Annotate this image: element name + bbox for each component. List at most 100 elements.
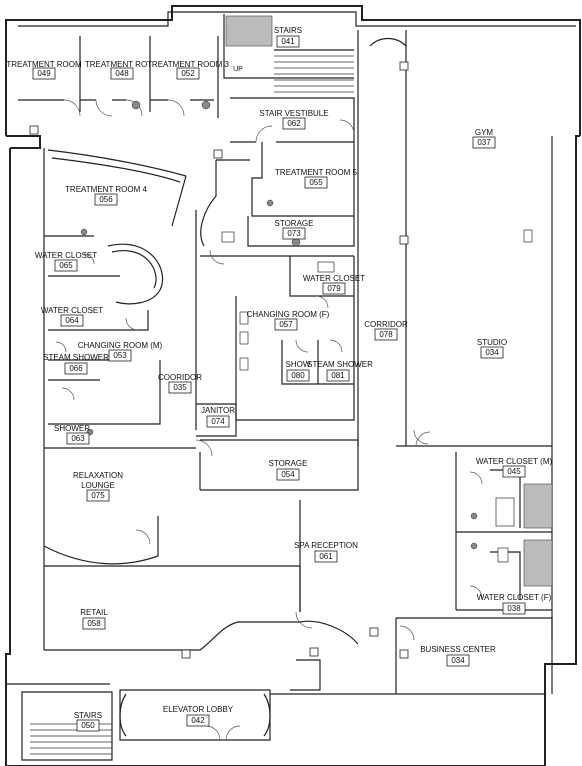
- room-name-water-closet-079: WATER CLOSET: [303, 274, 365, 283]
- room-name-treatment-049: TREATMENT ROOM: [6, 60, 82, 69]
- exterior-walls: [5, 5, 581, 766]
- room-number-box-water-closet-064: [60, 314, 84, 327]
- room-number-water-closet-064: 064: [65, 316, 79, 325]
- room-number-cooridor-035: 035: [173, 383, 187, 392]
- room-number-box-water-closet-065: [54, 259, 78, 272]
- room-number-stairs-050: 050: [81, 721, 95, 730]
- room-number-box-treatment-room-5: [304, 176, 328, 189]
- room-number-box-relaxation-lounge: [86, 489, 110, 502]
- room-name-water-closet-m: WATER CLOSET (M): [476, 457, 553, 466]
- room-name-studio: STUDIO: [477, 338, 507, 347]
- room-number-changing-room-f: 057: [279, 320, 293, 329]
- plumbing-fixtures: [80, 100, 553, 587]
- room-number-treatment-052: 052: [181, 69, 195, 78]
- room-name-shower-063: SHOWER: [54, 424, 90, 433]
- room-name-corridor-078: CORRIDOR: [364, 320, 408, 329]
- room-number-stair-vestibule: 062: [287, 119, 301, 128]
- room-name-stairs-050: STAIRS: [74, 711, 102, 720]
- room-number-box-treatment-048: [110, 67, 134, 80]
- columns: [29, 61, 409, 659]
- room-number-treatment-049: 049: [37, 69, 51, 78]
- room-name-treatment-052: TREATMENT ROOM 3: [147, 60, 229, 69]
- room-number-gym: 037: [477, 138, 491, 147]
- room-number-box-gym: [472, 136, 496, 149]
- room-name-water-closet-065: WATER CLOSET: [35, 251, 97, 260]
- room-number-corridor-078: 078: [379, 330, 393, 339]
- room-name-business-center: BUSINESS CENTER: [420, 645, 496, 654]
- room-number-box-studio: [480, 346, 504, 359]
- room-number-box-storage-073: [282, 227, 306, 240]
- room-name-changing-room-m: CHANGING ROOM (M): [78, 341, 163, 350]
- room-number-changing-room-m: 053: [113, 351, 127, 360]
- room-number-water-closet-f: 038: [507, 604, 521, 613]
- room-name-elevator-lobby: ELEVATOR LOBBY: [163, 705, 234, 714]
- room-number-box-steam-shower-081: [326, 369, 350, 382]
- relaxation-lounge-name-line1: RELAXATION: [73, 471, 123, 480]
- room-number-box-business-center: [446, 654, 470, 667]
- room-number-box-treatment-052: [176, 67, 200, 80]
- room-number-box-shower-063: [66, 432, 90, 445]
- room-number-box-steam-shower-066: [64, 362, 88, 375]
- room-number-box-treatment-049: [32, 67, 56, 80]
- room-number-box-cooridor-035: [168, 381, 192, 394]
- room-number-retail: 058: [87, 619, 101, 628]
- curved-partitions: [47, 37, 407, 305]
- room-number-box-show-080: [286, 369, 310, 382]
- room-number-treatment-room-4: 056: [99, 195, 113, 204]
- room-number-elevator-lobby: 042: [191, 716, 205, 725]
- room-name-storage-073: STORAGE: [275, 219, 314, 228]
- room-number-box-elevator-lobby: [186, 714, 210, 727]
- room-number-storage-073: 073: [287, 229, 301, 238]
- room-name-steam-shower-066: STEAM SHOWER: [43, 353, 109, 362]
- room-number-show-080: 080: [291, 371, 305, 380]
- room-number-steam-shower-081: 081: [331, 371, 345, 380]
- room-number-box-water-closet-m: [502, 465, 526, 478]
- room-name-stair-vestibule: STAIR VESTIBULE: [259, 109, 328, 118]
- room-number-box-changing-room-m: [108, 349, 132, 362]
- room-number-box-retail: [82, 617, 106, 630]
- room-number-water-closet-079: 079: [327, 284, 341, 293]
- room-number-studio: 034: [485, 348, 499, 357]
- room-number-box-storage-054: [276, 468, 300, 481]
- room-name-stairs-041: STAIRS: [274, 26, 302, 35]
- room-name-spa-reception: SPA RECEPTION: [294, 541, 358, 550]
- room-number-box-stair-vestibule: [282, 117, 306, 130]
- stair-up-label: UP: [233, 66, 243, 73]
- room-name-water-closet-064: WATER CLOSET: [41, 306, 103, 315]
- room-number-box-water-closet-f: [502, 602, 526, 615]
- room-number-box-janitor: [206, 415, 230, 428]
- room-number-spa-reception: 061: [319, 552, 333, 561]
- room-name-show-080: SHOW: [286, 360, 311, 369]
- stair-treads-041: [225, 15, 354, 93]
- room-number-business-center: 034: [451, 656, 465, 665]
- room-number-storage-054: 054: [281, 470, 295, 479]
- room-number-treatment-room-5: 055: [309, 178, 323, 187]
- room-number-box-water-closet-079: [322, 282, 346, 295]
- room-name-janitor: JANITOR: [201, 406, 235, 415]
- room-name-steam-shower-081: STEAM SHOWER: [307, 360, 373, 369]
- room-name-storage-054: STORAGE: [269, 459, 308, 468]
- room-number-janitor: 074: [211, 417, 225, 426]
- room-name-treatment-room-5: TREATMENT ROOM 5: [275, 168, 357, 177]
- room-name-treatment-room-4: TREATMENT ROOM 4: [65, 185, 147, 194]
- room-number-box-treatment-room-4: [94, 193, 118, 206]
- room-number-relaxation-lounge: 075: [91, 491, 105, 500]
- room-number-box-corridor-078: [374, 328, 398, 341]
- room-number-shower-063: 063: [71, 434, 85, 443]
- room-number-box-changing-room-f: [274, 318, 298, 331]
- room-number-box-stairs-050: [76, 719, 100, 732]
- room-number-stairs-041: 041: [281, 37, 295, 46]
- room-number-water-closet-065: 065: [59, 261, 73, 270]
- room-number-steam-shower-066: 066: [69, 364, 83, 373]
- room-name-retail: RETAIL: [80, 608, 108, 617]
- stair-treads-050: [30, 723, 112, 755]
- relaxation-lounge-name-line2: LOUNGE: [81, 481, 115, 490]
- room-number-box-spa-reception: [314, 550, 338, 563]
- room-number-box-stairs-041: [276, 35, 300, 48]
- room-name-treatment-048: TREATMENT RO: [85, 60, 147, 69]
- room-name-gym: GYM: [475, 128, 494, 137]
- room-name-changing-room-f: CHANGING ROOM (F): [247, 310, 330, 319]
- room-number-treatment-048: 048: [115, 69, 129, 78]
